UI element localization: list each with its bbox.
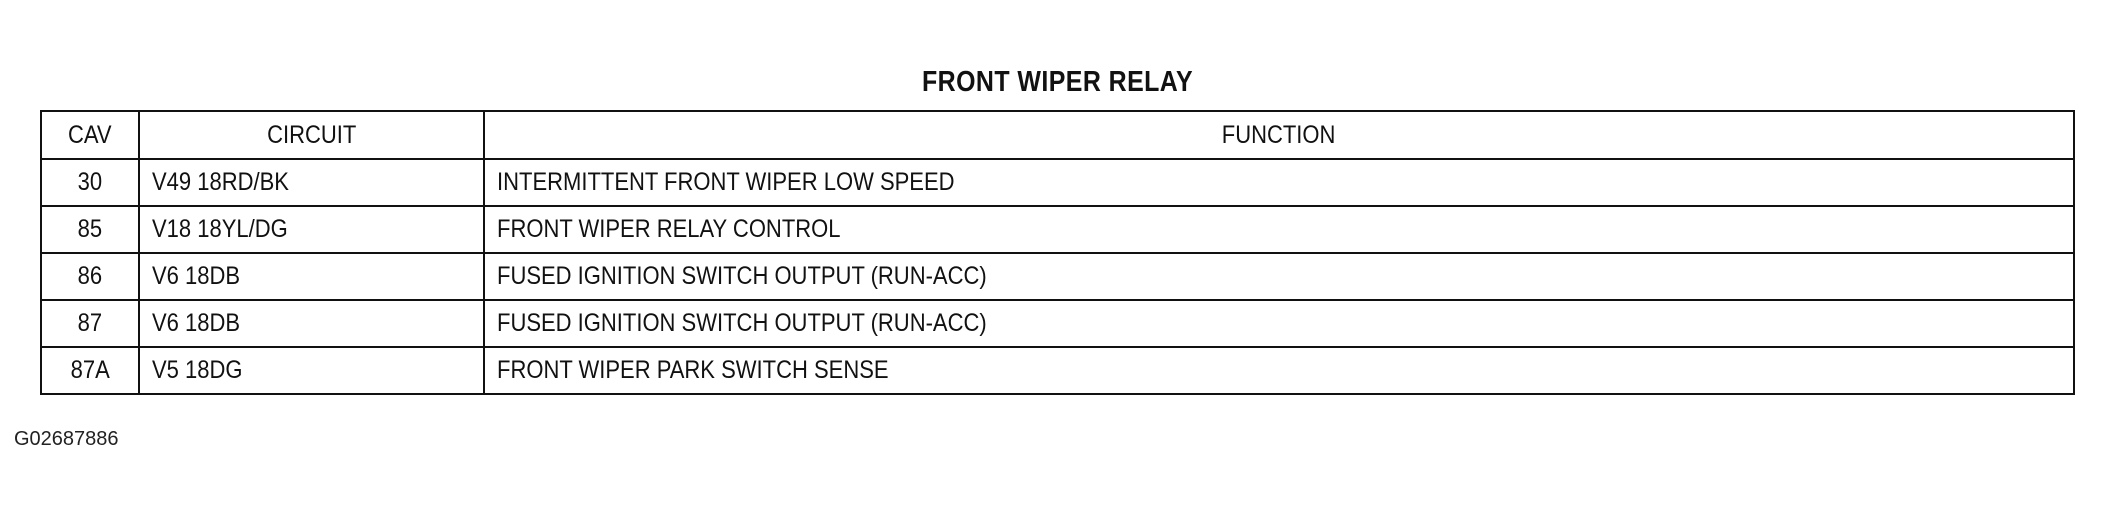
- table-row: 30 V49 18RD/BK INTERMITTENT FRONT WIPER …: [40, 158, 2075, 207]
- cell-circuit: V5 18DG: [138, 346, 485, 395]
- table-title: FRONT WIPER RELAY: [921, 66, 1194, 98]
- cell-cav: 30: [40, 158, 140, 207]
- cell-cav: 87: [40, 299, 140, 348]
- cell-cav: 86: [40, 252, 140, 301]
- figure-id: G02687886: [14, 428, 119, 450]
- cell-function: FUSED IGNITION SWITCH OUTPUT (RUN-ACC): [483, 252, 2075, 301]
- table-row: 86 V6 18DB FUSED IGNITION SWITCH OUTPUT …: [40, 252, 2075, 301]
- header-circuit: CIRCUIT: [138, 110, 485, 160]
- cell-circuit: V6 18DB: [138, 252, 485, 301]
- cell-function: FUSED IGNITION SWITCH OUTPUT (RUN-ACC): [483, 299, 2075, 348]
- cell-function: FRONT WIPER RELAY CONTROL: [483, 205, 2075, 254]
- cell-cav: 87A: [40, 346, 140, 395]
- cell-function: FRONT WIPER PARK SWITCH SENSE: [483, 346, 2075, 395]
- header-function: FUNCTION: [483, 110, 2075, 160]
- header-row: CAV CIRCUIT FUNCTION: [40, 110, 2075, 160]
- relay-pinout-table: CAV CIRCUIT FUNCTION 30 V49 18RD/BK INTE…: [40, 110, 2075, 395]
- cell-function: INTERMITTENT FRONT WIPER LOW SPEED: [483, 158, 2075, 207]
- table-row: 85 V18 18YL/DG FRONT WIPER RELAY CONTROL: [40, 205, 2075, 254]
- cell-circuit: V18 18YL/DG: [138, 205, 485, 254]
- cell-cav: 85: [40, 205, 140, 254]
- table-row: 87 V6 18DB FUSED IGNITION SWITCH OUTPUT …: [40, 299, 2075, 348]
- cell-circuit: V49 18RD/BK: [138, 158, 485, 207]
- cell-circuit: V6 18DB: [138, 299, 485, 348]
- table-row: 87A V5 18DG FRONT WIPER PARK SWITCH SENS…: [40, 346, 2075, 395]
- header-cav: CAV: [40, 110, 140, 160]
